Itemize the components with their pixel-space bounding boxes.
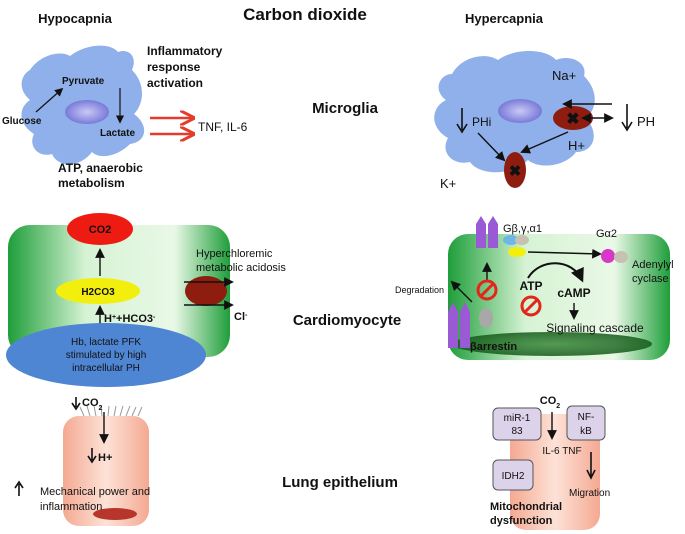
- microglia-nucleus-right: [498, 99, 542, 123]
- acidosis-line-1: Hyperchloremic: [196, 248, 273, 260]
- pyruvate-label: Pyruvate: [62, 76, 105, 87]
- row-label-lung-epithelium: Lung epithelium: [282, 474, 398, 491]
- lung-co2-label-right: CO2: [540, 395, 561, 410]
- idh2-box: [492, 459, 534, 491]
- h-label: H+: [568, 138, 585, 153]
- phi-down-arrow: [456, 108, 468, 134]
- mechanical-up-arrow: [14, 480, 24, 496]
- mir-line-2: 83: [511, 426, 523, 437]
- chloride-label: Cl-: [234, 311, 248, 323]
- exchanger-block-icon: ✖: [566, 111, 579, 128]
- g-alpha-to-g-alpha2-arrow: [527, 248, 602, 259]
- h-out-arrow: [520, 131, 569, 154]
- receptor-bottom: [448, 302, 470, 348]
- hplus-label: H+: [98, 452, 112, 464]
- mechanical-line-1: Mechanical power and: [40, 486, 150, 498]
- degradation-arrow: [450, 280, 473, 303]
- acidosis-line-2: metabolic acidosis: [196, 262, 286, 274]
- g-alpha2-grey: [614, 251, 628, 263]
- inhibit-icon-atp: [520, 295, 542, 317]
- atp-anaerobic-line-1: ATP, anaerobic: [58, 161, 143, 175]
- hypocapnia-heading: Hypocapnia: [38, 11, 112, 26]
- atp-to-camp-arrow: [527, 262, 584, 283]
- phi-label: PHi: [472, 115, 491, 129]
- nfkb-line-1: NF-: [578, 412, 595, 423]
- mito-line-1: Mitochondrial: [490, 501, 562, 513]
- atp-label-right: ATP: [519, 279, 542, 293]
- mir-183-box: [492, 407, 542, 441]
- arrestin-grey-oval: [479, 308, 493, 328]
- nfkb-line-2: kB: [580, 426, 592, 437]
- receptor-top: [476, 216, 498, 248]
- chloride-channel: [185, 276, 227, 306]
- ph-label: PH: [637, 114, 655, 129]
- degradation-label: Degradation: [395, 285, 444, 295]
- lung-nucleus-left: [93, 508, 137, 520]
- g-beta-gamma-grey: [515, 235, 529, 245]
- g-alpha1-yellow: [508, 247, 526, 257]
- glucose-label: Glucose: [2, 116, 42, 127]
- co2-bubble: [67, 213, 133, 245]
- k-channel: [504, 152, 526, 188]
- lung-cell-left: [63, 416, 149, 526]
- mito-line-2: dysfunction: [490, 515, 553, 527]
- inflammatory-line-2: response: [147, 60, 201, 74]
- signaling-cascade-label: Signaling cascade: [546, 321, 644, 335]
- inflammatory-line-1: Inflammatory: [147, 44, 223, 58]
- glucose-to-pyruvate-arrow: [35, 87, 64, 113]
- adenylyl-line-1: Adenylyl: [632, 259, 674, 271]
- cytokine-label: TNF, IL-6: [198, 120, 248, 134]
- co2-label: CO2: [89, 224, 112, 236]
- g-alpha2-label: Gα2: [596, 228, 617, 240]
- k-channel-block-icon: ✖: [509, 163, 522, 180]
- mir-line-1: miR-1: [504, 413, 531, 424]
- il6-tnf-label: IL-6 TNF: [542, 446, 581, 457]
- inflammatory-line-3: activation: [147, 76, 203, 90]
- na-h-exchanger: [553, 106, 593, 130]
- lung-co2-label-left: CO2: [82, 397, 103, 412]
- phi-to-k-arrow: [477, 132, 506, 162]
- g-beta-gamma-blue: [503, 235, 519, 245]
- signaling-band: [452, 332, 652, 356]
- lactate-label: Lactate: [100, 128, 135, 139]
- hplus-down-arrow: [87, 448, 97, 464]
- atp-anaerobic-line-2: metabolism: [58, 176, 125, 190]
- row-label-microglia: Microglia: [312, 100, 379, 117]
- g-alpha2-magenta: [601, 249, 615, 263]
- h2co3-label: H2CO3: [81, 287, 115, 298]
- migration-down-arrow: [586, 452, 596, 480]
- h2co3-oval: [56, 278, 140, 304]
- co2-down-arrow-left: [71, 397, 81, 411]
- mechanical-line-2: inflammation: [40, 501, 102, 513]
- microglia-nucleus-left: [65, 100, 109, 124]
- camp-label: cAMP: [557, 286, 590, 300]
- inhibit-icon-receptor: [476, 279, 498, 301]
- hb-lactate-pfk-blob: [6, 323, 206, 387]
- hypercapnia-heading: Hypercapnia: [465, 11, 544, 26]
- idh2-label: IDH2: [502, 471, 525, 482]
- barrestin-label: βarrestin: [470, 341, 517, 353]
- migration-label: Migration: [569, 488, 610, 499]
- hb-line-3: intracellular PH: [72, 363, 140, 374]
- ph-down-arrow: [621, 104, 633, 132]
- nfkb-box: [566, 405, 606, 441]
- h-hco3-label: H++HCO3-: [104, 313, 156, 325]
- row-label-cardiomyocyte: Cardiomyocyte: [293, 312, 401, 329]
- g-beta-gamma-label: Gβ,γ,α1: [503, 223, 542, 235]
- na-label: Na+: [552, 68, 576, 83]
- cilia-left: [79, 405, 143, 417]
- adenylyl-line-2: cyclase: [632, 273, 669, 285]
- lung-cell-right: [510, 414, 600, 530]
- k-label: K+: [440, 176, 456, 191]
- cardiomyocyte-cell-right: [448, 234, 670, 360]
- hb-line-2: stimulated by high: [66, 350, 147, 361]
- main-title: Carbon dioxide: [243, 5, 367, 24]
- hb-line-1: Hb, lactate PFK: [71, 337, 141, 348]
